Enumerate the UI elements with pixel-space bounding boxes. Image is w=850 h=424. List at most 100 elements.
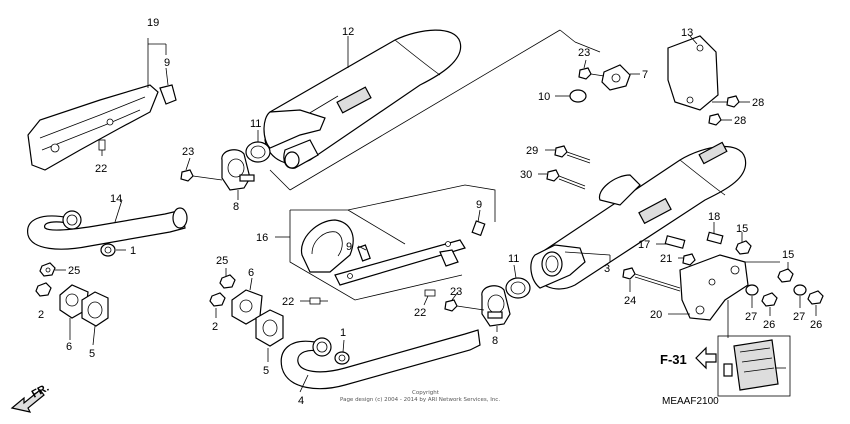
callout-26-a: 26 [763, 319, 775, 331]
bracket-plate-13 [667, 35, 719, 111]
callout-27-b: 27 [793, 311, 805, 323]
callout-17: 17 [638, 239, 650, 251]
callout-22-a: 22 [95, 163, 107, 175]
collar-17 [664, 235, 686, 249]
callout-14: 14 [110, 193, 122, 205]
rubber-10 [569, 89, 587, 103]
bolt-22-right [424, 289, 436, 297]
arrow-icon-f31 [695, 346, 717, 370]
callout-20: 20 [650, 309, 662, 321]
callout-21: 21 [660, 253, 672, 265]
nut-15-a [735, 240, 752, 255]
nut-2-mid [209, 292, 226, 307]
bracket-7 [601, 64, 631, 91]
callout-10: 10 [538, 91, 550, 103]
callout-11-a: 11 [250, 118, 261, 130]
callout-27-a: 27 [745, 311, 757, 323]
detail-box-f31 [717, 335, 791, 397]
washer-27-b [793, 284, 807, 296]
flange-6-mid [231, 289, 263, 325]
exhaust-pipe-front-14 [27, 207, 188, 250]
bolt-21 [682, 253, 696, 266]
callout-2-b: 2 [212, 321, 218, 333]
callout-16: 16 [256, 232, 268, 244]
callout-1-a: 1 [130, 245, 136, 257]
gasket-5-mid [255, 309, 284, 347]
bracket-9-right [471, 220, 486, 237]
callout-26-b: 26 [810, 319, 822, 331]
callout-5-b: 5 [263, 365, 269, 377]
callout-23-a: 23 [182, 146, 194, 158]
callout-6-a: 6 [66, 341, 72, 353]
callout-7: 7 [642, 69, 648, 81]
callout-1-b: 1 [340, 327, 346, 339]
flange-6-left [59, 284, 89, 319]
diagram-code: MEAAF2100 [662, 396, 719, 407]
callout-24: 24 [624, 295, 636, 307]
collar-11-right [505, 277, 531, 299]
heat-shield-frame-16 [289, 184, 496, 301]
nut-26-a [761, 292, 778, 307]
callout-12: 12 [342, 26, 354, 38]
bolt-30 [546, 169, 586, 190]
collar-11-left [245, 141, 271, 163]
callout-4: 4 [298, 395, 304, 407]
callout-15-a: 15 [736, 223, 748, 235]
callout-5-a: 5 [89, 348, 95, 360]
bolt-18 [706, 231, 724, 245]
muffler-left-12 [263, 29, 462, 169]
callout-23-b: 23 [450, 286, 462, 298]
gasket-1-rear [334, 351, 350, 365]
callout-25-a: 25 [68, 265, 80, 277]
nut-26-b [807, 290, 824, 305]
bracket-20 [679, 254, 749, 321]
clamp-8-left [221, 149, 255, 191]
heat-shield-16 [300, 219, 466, 286]
bolt-24 [622, 267, 681, 292]
callout-13: 13 [681, 27, 693, 39]
callout-22-b: 22 [282, 296, 294, 308]
front-direction-label: FR. [30, 382, 51, 401]
callout-19: 19 [147, 17, 159, 29]
bolt-22-top [98, 139, 106, 156]
callout-28-a: 28 [752, 97, 764, 109]
reference-f31: F-31 [660, 352, 687, 367]
callout-23-c: 23 [578, 47, 590, 59]
callout-8-a: 8 [233, 201, 239, 213]
callout-15-b: 15 [782, 249, 794, 261]
copyright-line-2: Page design (c) 2004 - 2014 by ARI Netwo… [340, 397, 500, 403]
bolt-23-left [180, 169, 223, 182]
callout-9-a: 9 [164, 57, 170, 69]
callout-29: 29 [526, 145, 538, 157]
callout-22-c: 22 [414, 307, 426, 319]
callout-3: 3 [604, 263, 610, 275]
copyright-line-1: Copyright [412, 390, 440, 396]
clamp-8-right [481, 285, 511, 327]
bolt-28-b [708, 113, 722, 126]
callout-30: 30 [520, 169, 532, 181]
exhaust-pipe-rear-4 [280, 329, 481, 390]
heat-shield-19 [27, 84, 177, 171]
bolt-28-a [712, 95, 740, 108]
callout-8-b: 8 [492, 335, 498, 347]
nut-15-b [777, 268, 794, 283]
gasket-5-left [81, 291, 109, 327]
callout-6-b: 6 [248, 267, 254, 279]
callout-11-b: 11 [508, 253, 519, 265]
nut-25-mid [219, 274, 236, 289]
callout-9-c: 9 [476, 199, 482, 211]
callout-25-b: 25 [216, 255, 228, 267]
nut-25-left [39, 262, 56, 277]
bolt-23-right [444, 299, 485, 312]
washer-27-a [745, 284, 759, 296]
gasket-1-front [100, 243, 116, 257]
front-direction-arrow-icon [10, 389, 45, 413]
bracket-9-mid [357, 244, 371, 262]
callout-9-b: 9 [346, 241, 352, 253]
bolt-22-mid [309, 297, 328, 305]
nut-2-left [35, 282, 52, 297]
callout-2-a: 2 [38, 309, 44, 321]
bolt-29 [554, 145, 591, 164]
